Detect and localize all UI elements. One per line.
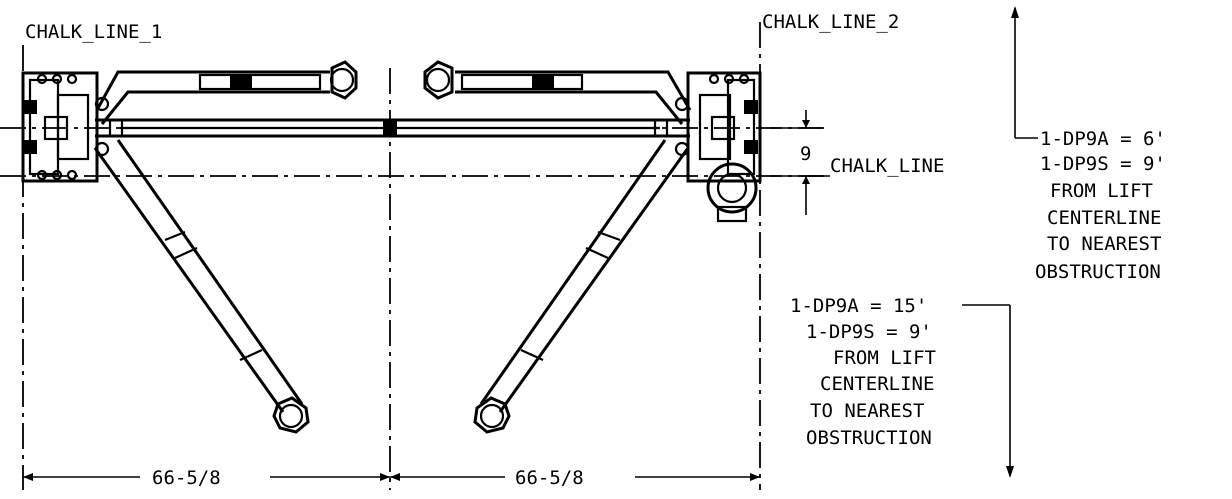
lower-note-line-4: CENTERLINE <box>820 373 934 395</box>
dim-left-label: 66-5/8 <box>152 467 221 489</box>
lower-note-line-1: 1-DP9A = 15' <box>790 295 927 317</box>
upper-note-line-3: FROM LIFT <box>1050 180 1153 202</box>
upper-note-line-5: TO NEAREST <box>1047 233 1161 255</box>
upper-right-arm <box>423 60 692 125</box>
lower-note: 1-DP9A = 15' 1-DP9S = 9' FROM LIFT CENTE… <box>790 295 1014 478</box>
upper-note-line-4: CENTERLINE <box>1047 207 1161 229</box>
chalk-line-1-label: CHALK_LINE_1 <box>25 21 162 43</box>
upper-note-line-6: OBSTRUCTION <box>1035 261 1161 283</box>
upper-note-line-1: 1-DP9A = 6' <box>1040 128 1166 150</box>
upper-left-arm <box>95 60 358 125</box>
lower-note-line-2: 1-DP9S = 9' <box>806 321 932 343</box>
lower-right-arm <box>473 139 690 434</box>
dim-9: 9 <box>770 110 822 215</box>
chalk-line-label: CHALK_LINE <box>830 155 944 177</box>
cross-beam <box>95 118 690 138</box>
upper-note-line-2: 1-DP9S = 9' <box>1040 153 1166 175</box>
dim-bottom: 66-5/8 66-5/8 <box>23 467 760 489</box>
left-column <box>21 71 110 183</box>
lower-note-line-6: OBSTRUCTION <box>806 427 932 449</box>
chalk-line-2-label: CHALK_LINE_2 <box>762 11 899 33</box>
lower-left-arm <box>93 139 310 434</box>
upper-note: 1-DP9A = 6' 1-DP9S = 9' FROM LIFT CENTER… <box>1011 6 1166 283</box>
dim-right-label: 66-5/8 <box>515 467 584 489</box>
dim-9-label: 9 <box>800 143 811 165</box>
lower-note-line-3: FROM LIFT <box>833 347 936 369</box>
lower-note-line-5: TO NEAREST <box>810 400 924 422</box>
power-unit <box>706 162 758 223</box>
right-column <box>674 71 762 183</box>
